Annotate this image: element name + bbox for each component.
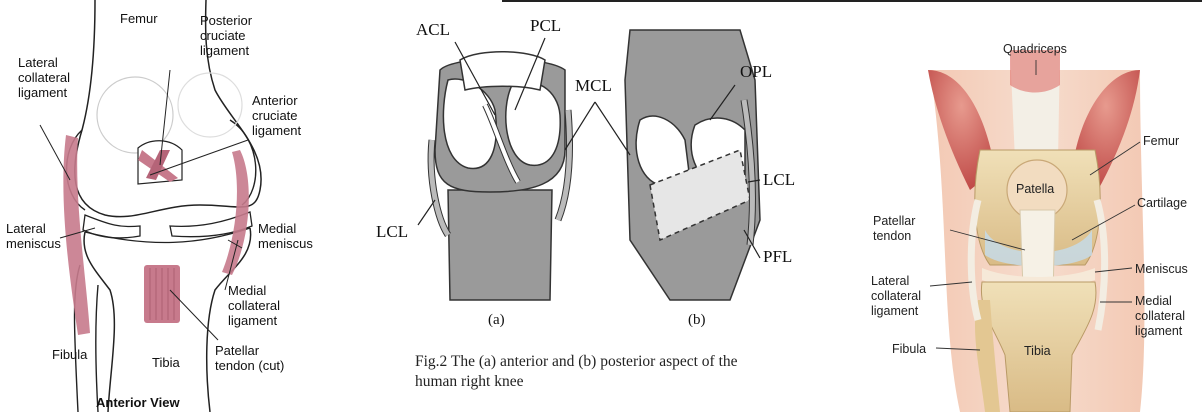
label-medial-meniscus: Medial meniscus (258, 222, 313, 252)
label-fibula-right: Fibula (892, 342, 926, 357)
label-tibia-right: Tibia (1024, 344, 1051, 359)
lateral-collateral-ligament-shape (63, 135, 90, 335)
label-mcl: MCL (575, 76, 612, 96)
label-patellar-tendon: Patellar tendon (873, 214, 915, 244)
label-medial-collateral: Medial collateral ligament (228, 284, 280, 329)
panel-fig2: ACL PCL MCL OPL LCL LCL PFL (a) (b) Fig.… (340, 0, 810, 412)
label-pfl: PFL (763, 247, 792, 267)
label-lcl-left: LCL (376, 222, 408, 242)
lateral-meniscus-shape (83, 215, 140, 238)
label-patellar-tendon-cut: Patellar tendon (cut) (215, 344, 284, 374)
label-quadriceps: Quadriceps (1003, 42, 1067, 57)
anterior-aspect (431, 52, 569, 300)
label-sub-b: (b) (688, 312, 706, 329)
label-pcl: PCL (530, 16, 561, 36)
label-lcl-right: LCL (763, 170, 795, 190)
label-sub-a: (a) (488, 312, 505, 329)
label-cartilage: Cartilage (1137, 196, 1187, 211)
label-opl: OPL (740, 62, 772, 82)
figure-caption-line1: Fig.2 The (a) anterior and (b) posterior… (415, 352, 738, 372)
label-posterior-cruciate: Posterior cruciate ligament (200, 14, 252, 59)
panel-anterior-view: Femur Posterior cruciate ligament Latera… (0, 0, 340, 412)
label-patella: Patella (1016, 182, 1054, 197)
label-medial-collateral-right: Medial collateral ligament (1135, 294, 1185, 339)
panel-realistic-knee: Quadriceps Femur Patella Cartilage Patel… (810, 0, 1204, 412)
label-lateral-meniscus: Lateral meniscus (6, 222, 61, 252)
label-femur-right: Femur (1143, 134, 1179, 149)
view-title: Anterior View (96, 396, 180, 411)
label-meniscus: Meniscus (1135, 262, 1188, 277)
label-tibia: Tibia (152, 356, 180, 371)
label-anterior-cruciate: Anterior cruciate ligament (252, 94, 301, 139)
label-lateral-collateral-right: Lateral collateral ligament (871, 274, 921, 319)
label-lateral-collateral: Lateral collateral ligament (18, 56, 70, 101)
label-fibula: Fibula (52, 348, 87, 363)
figure-caption-line2: human right knee (415, 372, 523, 392)
label-femur: Femur (120, 12, 158, 27)
medial-collateral-ligament-shape (222, 150, 249, 275)
label-acl: ACL (416, 20, 450, 40)
